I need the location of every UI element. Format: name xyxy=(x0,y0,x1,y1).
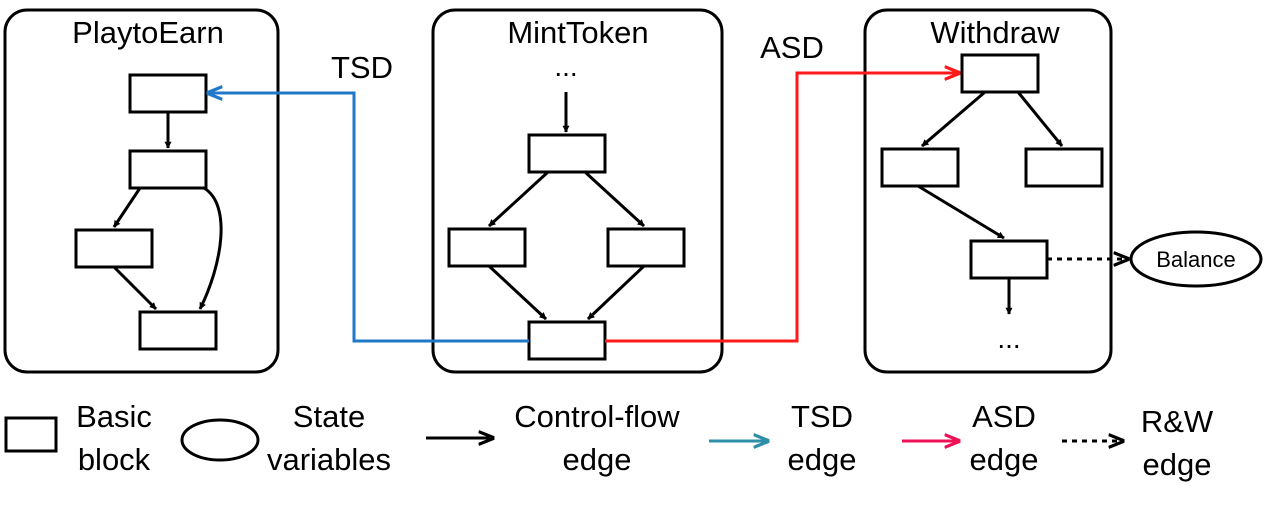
basic-block xyxy=(606,227,686,268)
control-flow-edge xyxy=(917,184,1005,240)
function-container-playtoearn xyxy=(3,8,280,374)
state-variable-label: Balance xyxy=(1156,247,1236,272)
control-flow-edge xyxy=(112,187,142,228)
legend-asd-label-line1: ASD xyxy=(972,399,1036,434)
legend-rw-label-line1: R&W xyxy=(1141,404,1214,439)
basic-block xyxy=(138,310,218,351)
legend-state-variables-swatch xyxy=(180,418,260,462)
basic-block xyxy=(880,147,960,188)
function-title-minttoken: MintToken xyxy=(507,15,648,50)
basic-block xyxy=(527,133,607,174)
legend-basic-block-label-line1: Basic xyxy=(76,399,152,434)
control-flow-edge xyxy=(198,186,223,310)
legend-basic-block-label-line2: block xyxy=(78,442,151,477)
legend-tsd-label-line2: edge xyxy=(788,442,857,477)
legend-asd-label-line2: edge xyxy=(970,442,1039,477)
control-flow-edge xyxy=(583,170,646,228)
state-variable-balance xyxy=(1129,230,1263,288)
legend-rw: R&W edge xyxy=(1062,404,1214,482)
function-title-withdraw: Withdraw xyxy=(930,15,1060,50)
basic-block xyxy=(128,73,208,114)
basic-block xyxy=(447,227,527,268)
control-flow-edge xyxy=(1016,91,1064,147)
legend-tsd: TSD edge xyxy=(709,399,856,477)
function-minttoken: MintToken ... xyxy=(431,8,724,374)
basic-block xyxy=(128,149,208,190)
basic-block xyxy=(1024,147,1104,188)
legend-state-variables: State variables xyxy=(180,399,391,477)
legend-control-flow-label-line1: Control-flow xyxy=(514,399,680,434)
asd-edge-label: ASD xyxy=(760,30,824,65)
tsd-edge xyxy=(208,93,529,343)
control-flow-edge xyxy=(487,264,548,321)
legend-basic-block-swatch xyxy=(4,416,58,453)
ellipsis-top: ... xyxy=(554,51,577,82)
function-withdraw: Withdraw ... Balance xyxy=(863,8,1263,374)
legend-tsd-label-line1: TSD xyxy=(791,399,853,434)
control-flow-edge xyxy=(586,264,646,321)
asd-edge xyxy=(605,73,959,343)
legend: Basic block State variables Control-flow… xyxy=(4,399,1214,482)
function-container-withdraw xyxy=(863,8,1113,374)
tsd-edge-label: TSD xyxy=(331,50,393,85)
ellipsis-bottom: ... xyxy=(997,323,1020,354)
legend-control-flow: Control-flow edge xyxy=(426,399,680,477)
basic-block xyxy=(527,320,607,361)
control-flow-edge xyxy=(921,90,986,148)
legend-asd: ASD edge xyxy=(902,399,1038,477)
control-flow-edge xyxy=(487,170,550,228)
function-title-playtoearn: PlaytoEarn xyxy=(72,15,224,50)
basic-block xyxy=(969,239,1049,280)
basic-block xyxy=(960,53,1040,94)
legend-state-variables-label-line1: State xyxy=(293,399,365,434)
legend-state-variables-label-line2: variables xyxy=(267,442,391,477)
legend-rw-label-line2: edge xyxy=(1143,447,1212,482)
basic-block xyxy=(74,228,154,269)
legend-control-flow-label-line2: edge xyxy=(563,442,632,477)
function-container-minttoken xyxy=(431,8,724,374)
legend-basic-block: Basic block xyxy=(4,399,152,477)
function-playtoearn: PlaytoEarn xyxy=(3,8,280,374)
control-flow-edge xyxy=(112,265,158,311)
